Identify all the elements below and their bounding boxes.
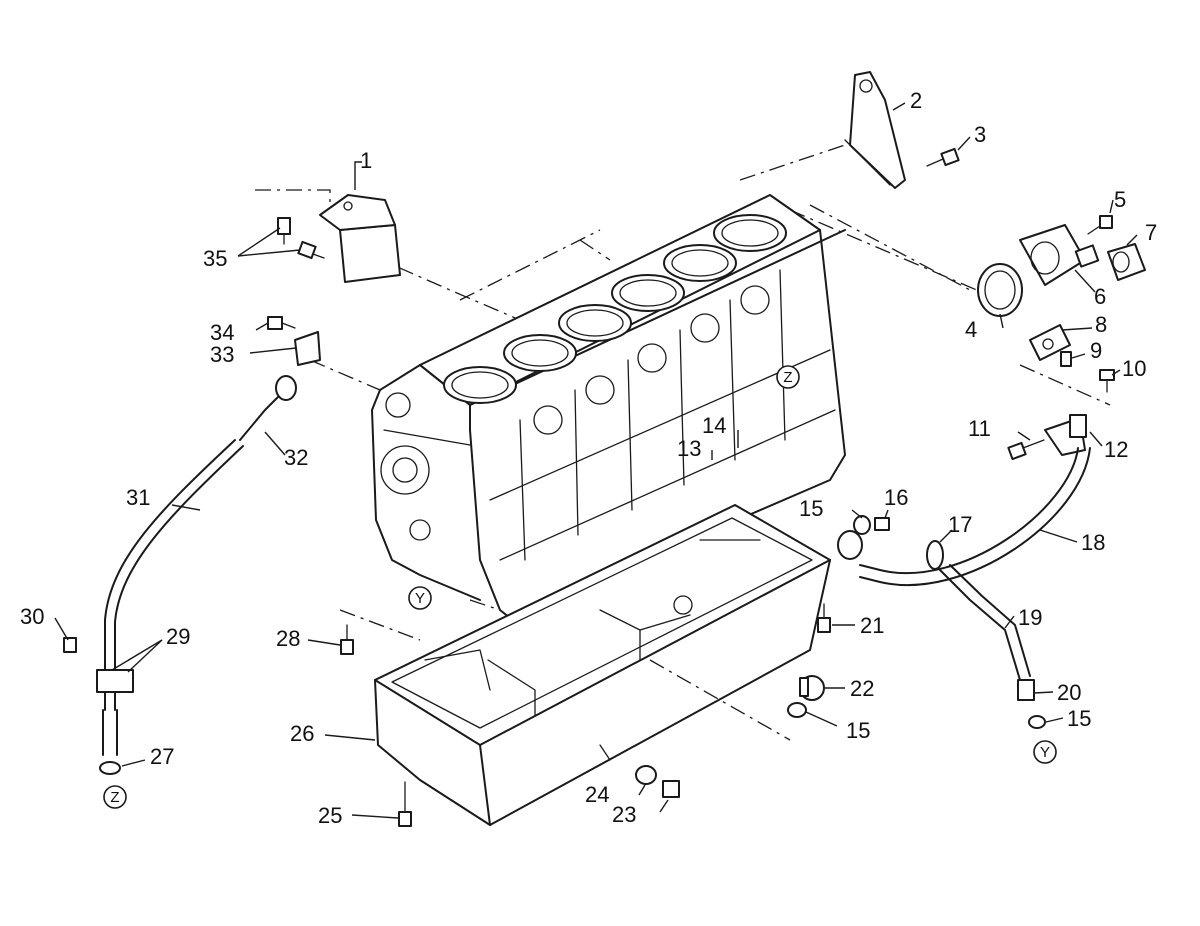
clamp-bolt-10 bbox=[1099, 369, 1115, 393]
callout-20: 20 bbox=[1057, 680, 1081, 705]
threaded-sleeve-7 bbox=[1107, 243, 1146, 281]
callout-17: 17 bbox=[948, 512, 972, 537]
callout-1: 1 bbox=[360, 148, 372, 173]
banjo-fitting-16 bbox=[837, 517, 890, 560]
plug-23 bbox=[662, 780, 680, 798]
bracket-bolts bbox=[277, 217, 325, 260]
callout-25: 25 bbox=[318, 803, 342, 828]
assembly-guide-lines bbox=[255, 139, 1111, 741]
washer-15-top bbox=[853, 515, 871, 535]
callout-13: 13 bbox=[677, 436, 701, 461]
ref-marker-y-pan: Y bbox=[408, 586, 432, 610]
callout-11: 11 bbox=[968, 416, 991, 441]
cylinder-bores bbox=[443, 214, 787, 404]
dipstick-32 bbox=[239, 375, 297, 441]
callout-3: 3 bbox=[974, 122, 986, 147]
callout-16: 16 bbox=[884, 485, 908, 510]
pan-bolt-21 bbox=[817, 603, 831, 633]
leader-lines bbox=[54, 102, 1138, 819]
callout-8: 8 bbox=[1095, 312, 1107, 337]
flange-33 bbox=[294, 331, 321, 366]
oil-feed-hose-18 bbox=[859, 447, 1091, 587]
callout-34: 34 bbox=[210, 320, 234, 345]
reference-markers: Z Z Y Y bbox=[103, 365, 1057, 809]
block-side-ribs bbox=[489, 269, 836, 561]
filter-seal-ring bbox=[977, 263, 1023, 317]
callout-24: 24 bbox=[585, 782, 609, 807]
callout-35: 35 bbox=[203, 246, 227, 271]
washer-24 bbox=[635, 765, 657, 785]
clamp-bolt-9 bbox=[1060, 351, 1072, 367]
callout-31: 31 bbox=[126, 485, 150, 510]
callout-26: 26 bbox=[290, 721, 314, 746]
ref-marker-z-dipstick: Z bbox=[103, 785, 127, 809]
union-20 bbox=[1017, 679, 1035, 701]
svg-text:Z: Z bbox=[110, 789, 119, 806]
callout-22: 22 bbox=[850, 676, 874, 701]
pipe-bracket-12 bbox=[1044, 414, 1087, 456]
part-callouts: 1 2 3 4 5 6 7 8 9 10 11 12 13 14 15 16 1… bbox=[20, 88, 1157, 828]
washer-15-pan bbox=[787, 702, 807, 718]
clamp-bolt-30 bbox=[63, 637, 77, 653]
callout-29: 29 bbox=[166, 624, 190, 649]
oil-filter-adapter bbox=[1019, 224, 1100, 286]
tube-lower-end bbox=[102, 709, 118, 756]
callout-10: 10 bbox=[1122, 356, 1146, 381]
adapter-bolt-5 bbox=[1087, 215, 1113, 235]
rear-lifting-bracket bbox=[844, 71, 906, 189]
drain-plug-22 bbox=[799, 675, 825, 701]
dipstick-guide-tube-31 bbox=[104, 439, 244, 711]
callout-15-right: 15 bbox=[1067, 706, 1091, 731]
callout-5: 5 bbox=[1114, 187, 1126, 212]
seal-ring-27 bbox=[99, 761, 121, 775]
cylinder-block bbox=[371, 194, 846, 619]
svg-text:Z: Z bbox=[783, 369, 792, 386]
front-timing-housing bbox=[380, 392, 471, 541]
callout-33: 33 bbox=[210, 342, 234, 367]
callout-27: 27 bbox=[150, 744, 174, 769]
callout-19: 19 bbox=[1018, 605, 1042, 630]
ref-marker-y-pipe: Y bbox=[1033, 740, 1057, 764]
engine-mount-bracket bbox=[319, 194, 401, 283]
callout-6: 6 bbox=[1094, 284, 1106, 309]
tube-clamp-29 bbox=[96, 669, 134, 693]
callout-15-pan: 15 bbox=[846, 718, 870, 743]
pan-bolt-25 bbox=[398, 781, 412, 827]
pipe-clamp-8 bbox=[1029, 324, 1071, 361]
callout-7: 7 bbox=[1145, 220, 1157, 245]
callout-12: 12 bbox=[1104, 437, 1128, 462]
bolt-34 bbox=[267, 316, 296, 330]
callout-21: 21 bbox=[860, 613, 884, 638]
pan-bolt-28 bbox=[340, 624, 354, 655]
callout-18: 18 bbox=[1081, 530, 1105, 555]
bracket-bolt-3 bbox=[926, 147, 960, 167]
callout-23: 23 bbox=[612, 802, 636, 827]
oil-pan bbox=[374, 504, 831, 826]
svg-text:Y: Y bbox=[1040, 744, 1050, 761]
callout-15-top: 15 bbox=[799, 496, 823, 521]
callout-2: 2 bbox=[910, 88, 922, 113]
ref-marker-z-block: Z bbox=[776, 365, 800, 389]
svg-text:Y: Y bbox=[415, 590, 425, 607]
callout-4: 4 bbox=[965, 317, 977, 342]
callout-9: 9 bbox=[1090, 338, 1102, 363]
hose-fitting-17 bbox=[926, 540, 944, 570]
callout-14: 14 bbox=[702, 413, 726, 438]
oil-pipe-19 bbox=[939, 564, 1031, 681]
callout-32: 32 bbox=[284, 445, 308, 470]
washer-15-right bbox=[1028, 715, 1046, 729]
callout-28: 28 bbox=[276, 626, 300, 651]
bolt-11 bbox=[1007, 439, 1045, 461]
callout-30: 30 bbox=[20, 604, 44, 629]
